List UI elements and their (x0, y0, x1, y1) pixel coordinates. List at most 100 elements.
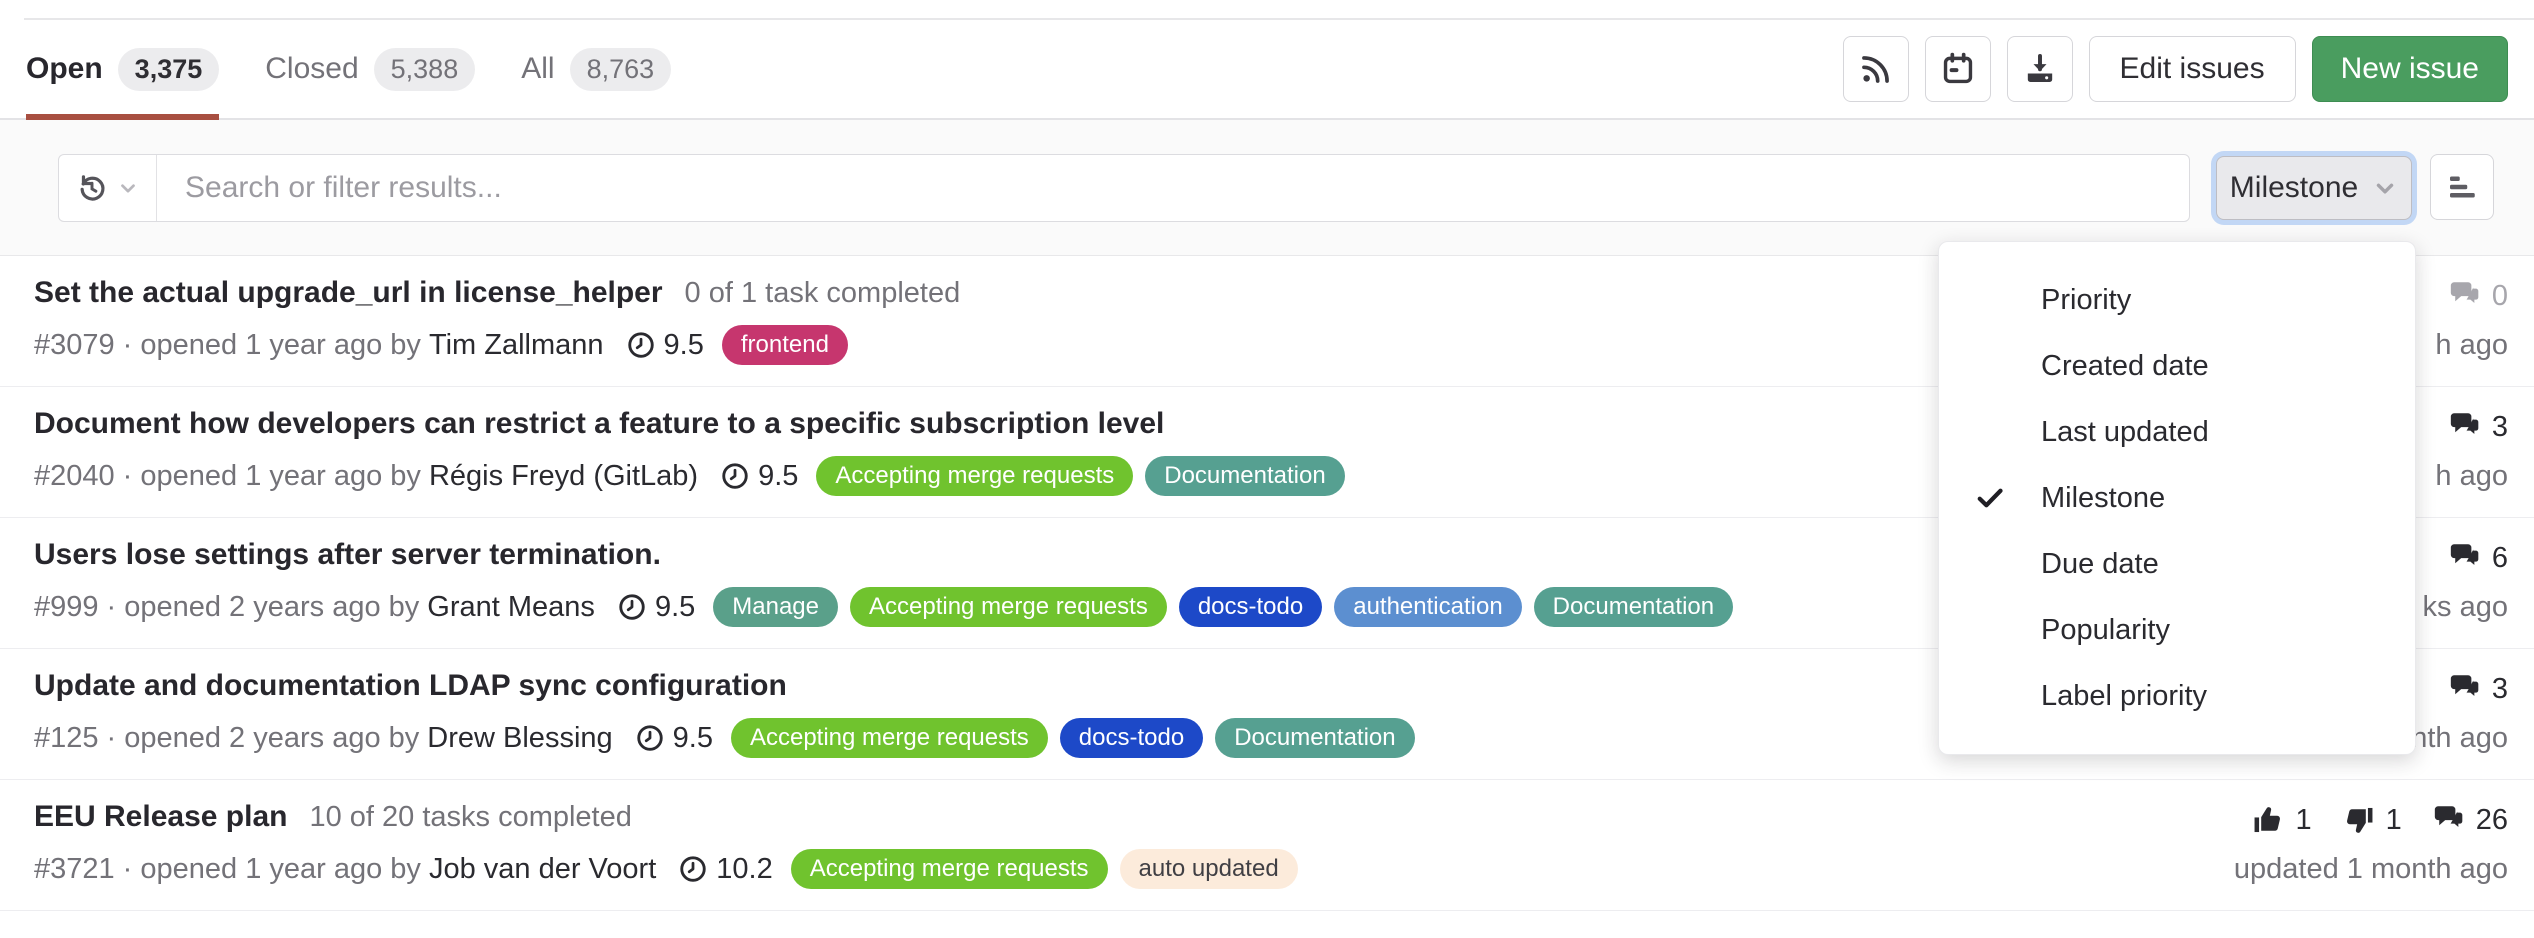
issue-milestone[interactable]: 9.5 (720, 460, 798, 493)
comments-count[interactable]: 26 (2432, 803, 2508, 837)
issue-label[interactable]: authentication (1334, 587, 1522, 627)
sort-option-created-date[interactable]: Created date (1939, 333, 2415, 399)
issue-counts: 0 (2448, 276, 2508, 316)
issue-milestone-name: 9.5 (672, 721, 713, 754)
issue-title-link[interactable]: Document how developers can restrict a f… (34, 407, 1165, 440)
issue-label[interactable]: docs-todo (1178, 587, 1323, 627)
milestone-clock-icon (635, 723, 665, 753)
issue-milestone[interactable]: 10.2 (678, 852, 773, 886)
search-input[interactable] (157, 155, 2189, 221)
issue-counts: 6 (2448, 538, 2508, 578)
issue-milestone[interactable]: 9.5 (635, 722, 713, 755)
import-icon (2023, 52, 2057, 86)
sort-option-label: Last updated (2041, 415, 2209, 448)
milestone-clock-icon (720, 461, 750, 491)
issue-milestone-name: 9.5 (758, 459, 799, 492)
rss-feed-button[interactable] (1842, 36, 1909, 102)
issue-counts: 3 (2448, 669, 2508, 709)
issue-title-link[interactable]: EEU Release plan (34, 800, 288, 833)
issue-title-link[interactable]: Users lose settings after server termina… (34, 538, 661, 571)
sort-option-priority[interactable]: Priority (1939, 267, 2415, 333)
thumbs-down-count[interactable]: 1 (2342, 803, 2402, 837)
state-tabs: Open 3,375 Closed 5,388 All 8,763 (26, 20, 672, 120)
comments-icon (2448, 279, 2482, 313)
sort-option-label: Label priority (2041, 679, 2208, 712)
sort-option-popularity[interactable]: Popularity (1939, 597, 2415, 663)
issue-label[interactable]: frontend (721, 325, 848, 365)
issue-label[interactable]: Accepting merge requests (816, 456, 1134, 496)
issue-opened-text: · opened 2 years ago by (106, 721, 420, 754)
issue-title-link[interactable]: Update and documentation LDAP sync confi… (34, 669, 787, 702)
sort-option-due-date[interactable]: Due date (1939, 531, 2415, 597)
issue-ref: #2040 (34, 459, 115, 492)
sort-direction-button[interactable] (2430, 154, 2494, 220)
issue-ref: #3721 (34, 852, 115, 885)
recent-searches-dropdown[interactable] (59, 155, 157, 221)
issue-label[interactable]: Accepting merge requests (850, 587, 1167, 627)
sort-option-label: Milestone (2041, 481, 2166, 514)
issue-label[interactable]: auto updated (1119, 849, 1298, 889)
issue-milestone-name: 10.2 (716, 852, 773, 885)
comments-count[interactable]: 3 (2448, 672, 2508, 706)
issue-author-link[interactable]: Grant Means (427, 590, 595, 623)
issue-labels: Manage Accepting merge requests docs-todo a… (713, 587, 1734, 627)
issue-ref: #125 (34, 721, 99, 754)
issue-label[interactable]: Documentation (1533, 587, 1734, 627)
issue-label[interactable]: Documentation (1215, 718, 1415, 758)
issue-label[interactable]: Documentation (1145, 456, 1345, 496)
issue-label[interactable]: Accepting merge requests (730, 718, 1048, 758)
issue-label[interactable]: Accepting merge requests (790, 849, 1108, 889)
sort-option-milestone[interactable]: Milestone (1939, 465, 2415, 531)
header-actions: Edit issues New issue (1842, 36, 2508, 102)
calendar-button[interactable] (1924, 36, 1991, 102)
issue-row: EEU Release plan 10 of 20 tasks complete… (0, 780, 2534, 911)
filter-bar: Milestone (0, 120, 2534, 256)
milestone-clock-icon (626, 330, 656, 360)
history-icon (76, 172, 108, 204)
issue-author-link[interactable]: Drew Blessing (427, 721, 613, 754)
tab-closed[interactable]: Closed 5,388 (265, 20, 476, 118)
comments-icon (2448, 541, 2482, 575)
issue-label[interactable]: docs-todo (1059, 718, 1204, 758)
thumbs-down-icon (2342, 803, 2376, 837)
issue-labels: Accepting merge requests Documentation (816, 456, 1345, 496)
issue-labels: Accepting merge requests auto updated (790, 849, 1298, 889)
thumbs-up-icon (2251, 803, 2285, 837)
tab-closed-label: Closed (265, 52, 359, 85)
sort-option-label-priority[interactable]: Label priority (1939, 663, 2415, 729)
comments-icon (2448, 410, 2482, 444)
chevron-down-icon (2372, 175, 2398, 201)
issue-opened-text: · opened 1 year ago by (122, 459, 421, 492)
comments-count[interactable]: 0 (2448, 279, 2508, 313)
sort-option-label: Created date (2041, 349, 2209, 382)
tab-open[interactable]: Open 3,375 (26, 20, 220, 120)
issue-ref: #3079 (34, 328, 115, 361)
sort-by-button[interactable]: Milestone (2216, 156, 2412, 220)
tab-open-count-badge: 3,375 (117, 47, 220, 91)
chevron-down-icon (117, 177, 139, 199)
issue-author-link[interactable]: Job van der Voort (428, 852, 657, 885)
search-box (58, 154, 2190, 222)
import-issues-button[interactable] (2006, 36, 2073, 102)
issue-milestone-name: 9.5 (663, 328, 704, 361)
thumbs-up-count[interactable]: 1 (2251, 803, 2312, 837)
edit-issues-button[interactable]: Edit issues (2088, 36, 2296, 102)
sort-option-last-updated[interactable]: Last updated (1939, 399, 2415, 465)
issue-author-link[interactable]: Régis Freyd (GitLab) (428, 459, 699, 492)
issue-label[interactable]: Manage (713, 587, 838, 627)
issue-ref: #999 (34, 590, 99, 623)
tab-all[interactable]: All 8,763 (521, 20, 672, 118)
issue-updated: updated 1 month ago (2233, 853, 2508, 885)
issue-author-link[interactable]: Tim Zallmann (428, 328, 604, 361)
issue-milestone[interactable]: 9.5 (617, 591, 695, 624)
new-issue-button[interactable]: New issue (2311, 36, 2508, 102)
sort-option-label: Due date (2041, 547, 2159, 580)
comments-count[interactable]: 6 (2448, 541, 2508, 575)
comments-count[interactable]: 3 (2448, 410, 2508, 444)
issue-task-status: 0 of 1 task completed (684, 277, 961, 309)
milestone-clock-icon (678, 854, 708, 884)
sort-ascending-icon (2444, 169, 2480, 205)
issue-title-link[interactable]: Set the actual upgrade_url in license_he… (34, 276, 663, 309)
issue-milestone[interactable]: 9.5 (626, 329, 704, 362)
